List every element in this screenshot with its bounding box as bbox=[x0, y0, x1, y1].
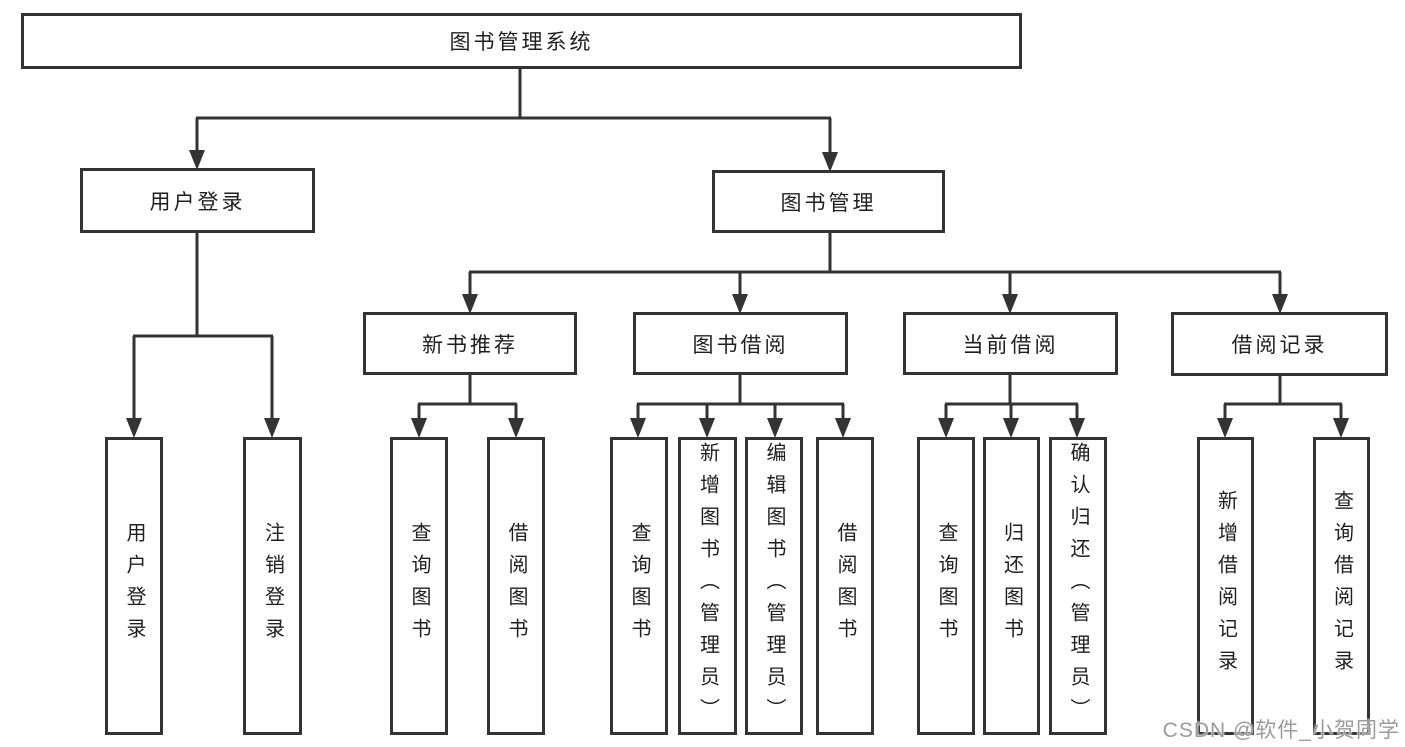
node-label: 图书借阅 bbox=[692, 333, 789, 357]
node-label: 借阅图书 bbox=[505, 522, 527, 650]
node-label: 编辑图书（管理员） bbox=[763, 442, 785, 730]
node-label: 新增借阅记录 bbox=[1214, 490, 1237, 682]
node-borrowing-records: 借阅记录 bbox=[1171, 312, 1388, 376]
node-label: 当前借阅 bbox=[962, 333, 1059, 357]
node-label: 注销登录 bbox=[261, 522, 284, 650]
node-label: 查询图书 bbox=[628, 522, 650, 650]
node-label: 图书管理系统 bbox=[449, 31, 594, 54]
node-book-borrowing: 图书借阅 bbox=[633, 312, 848, 375]
leaf-confirm-return-admin: 确认归还（管理员） bbox=[1049, 437, 1107, 735]
watermark-text: CSDN @软件_小贺同学 bbox=[1162, 719, 1400, 742]
leaf-user-login: 用户登录 bbox=[105, 437, 163, 735]
leaf-add-borrow-record: 新增借阅记录 bbox=[1197, 437, 1254, 735]
leaf-query-books-current: 查询图书 bbox=[917, 437, 975, 735]
leaf-logout: 注销登录 bbox=[243, 437, 302, 735]
node-label: 查询图书 bbox=[408, 522, 430, 650]
node-label: 查询图书 bbox=[935, 522, 957, 650]
leaf-query-books-borrow: 查询图书 bbox=[610, 437, 668, 735]
connector-paths bbox=[132, 68, 1343, 422]
node-label: 图书管理 bbox=[780, 191, 877, 215]
node-label: 新书推荐 bbox=[422, 333, 518, 357]
node-label: 确认归还（管理员） bbox=[1067, 442, 1089, 730]
node-user-login: 用户登录 bbox=[80, 168, 315, 233]
node-label: 用户登录 bbox=[149, 190, 246, 214]
node-label: 借阅图书 bbox=[834, 522, 856, 650]
node-label: 借阅记录 bbox=[1231, 334, 1328, 357]
leaf-query-books-recommend: 查询图书 bbox=[390, 437, 448, 735]
connector-arrowheads bbox=[126, 150, 1349, 438]
node-label: 新增图书（管理员） bbox=[696, 442, 719, 730]
node-book-management: 图书管理 bbox=[712, 170, 945, 233]
leaf-borrow-books: 借阅图书 bbox=[816, 437, 874, 735]
node-label: 查询借阅记录 bbox=[1330, 490, 1353, 682]
node-label: 用户登录 bbox=[123, 522, 145, 650]
node-label: 归还图书 bbox=[1000, 522, 1023, 650]
leaf-borrow-books-recommend: 借阅图书 bbox=[487, 437, 545, 735]
leaf-edit-book-admin: 编辑图书（管理员） bbox=[745, 437, 803, 735]
leaf-return-books: 归还图书 bbox=[983, 437, 1040, 735]
node-current-borrowing: 当前借阅 bbox=[903, 312, 1118, 375]
node-library-management-system: 图书管理系统 bbox=[21, 13, 1022, 69]
node-new-book-recommendation: 新书推荐 bbox=[363, 312, 577, 375]
leaf-query-borrow-record: 查询借阅记录 bbox=[1313, 437, 1370, 735]
leaf-add-book-admin: 新增图书（管理员） bbox=[678, 437, 737, 735]
